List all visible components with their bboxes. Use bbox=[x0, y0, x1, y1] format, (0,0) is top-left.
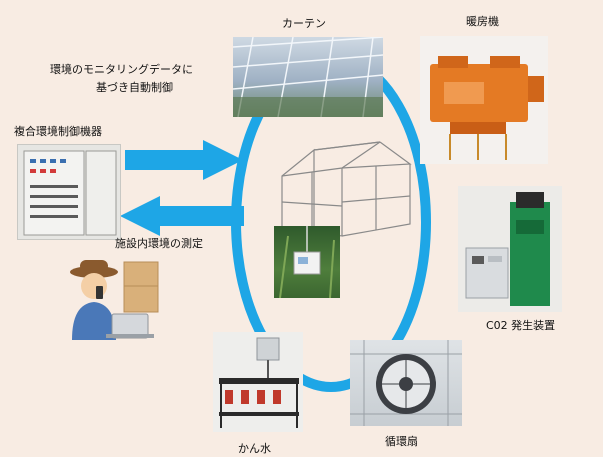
measurement-label: 施設内環境の測定 bbox=[115, 237, 203, 250]
heater-photo bbox=[420, 36, 548, 164]
control-arrow-right bbox=[125, 140, 243, 180]
co2-generator-photo bbox=[458, 186, 562, 312]
monitoring-text-line2: 基づき自動制御 bbox=[96, 81, 173, 94]
measurement-arrow-left bbox=[120, 196, 244, 236]
fan-label: 循環扇 bbox=[385, 435, 418, 448]
heater-label: 暖房機 bbox=[466, 15, 499, 28]
monitoring-text-line1: 環境のモニタリングデータに bbox=[50, 63, 193, 76]
greenhouse-frame-icon bbox=[281, 141, 412, 237]
irrigation-photo bbox=[213, 332, 303, 432]
sensor-device-icon bbox=[293, 251, 321, 275]
curtain-photo bbox=[233, 37, 383, 117]
curtain-label: カーテン bbox=[282, 17, 326, 30]
co2-label: C02 発生装置 bbox=[486, 319, 556, 332]
controller-photo bbox=[17, 144, 121, 240]
sensor-photo bbox=[274, 226, 340, 298]
controller-label: 複合環境制御機器 bbox=[14, 125, 102, 138]
irrigation-label: かん水 bbox=[238, 442, 271, 455]
farmer-with-phone-icon bbox=[70, 260, 159, 340]
fan-photo bbox=[350, 340, 462, 426]
